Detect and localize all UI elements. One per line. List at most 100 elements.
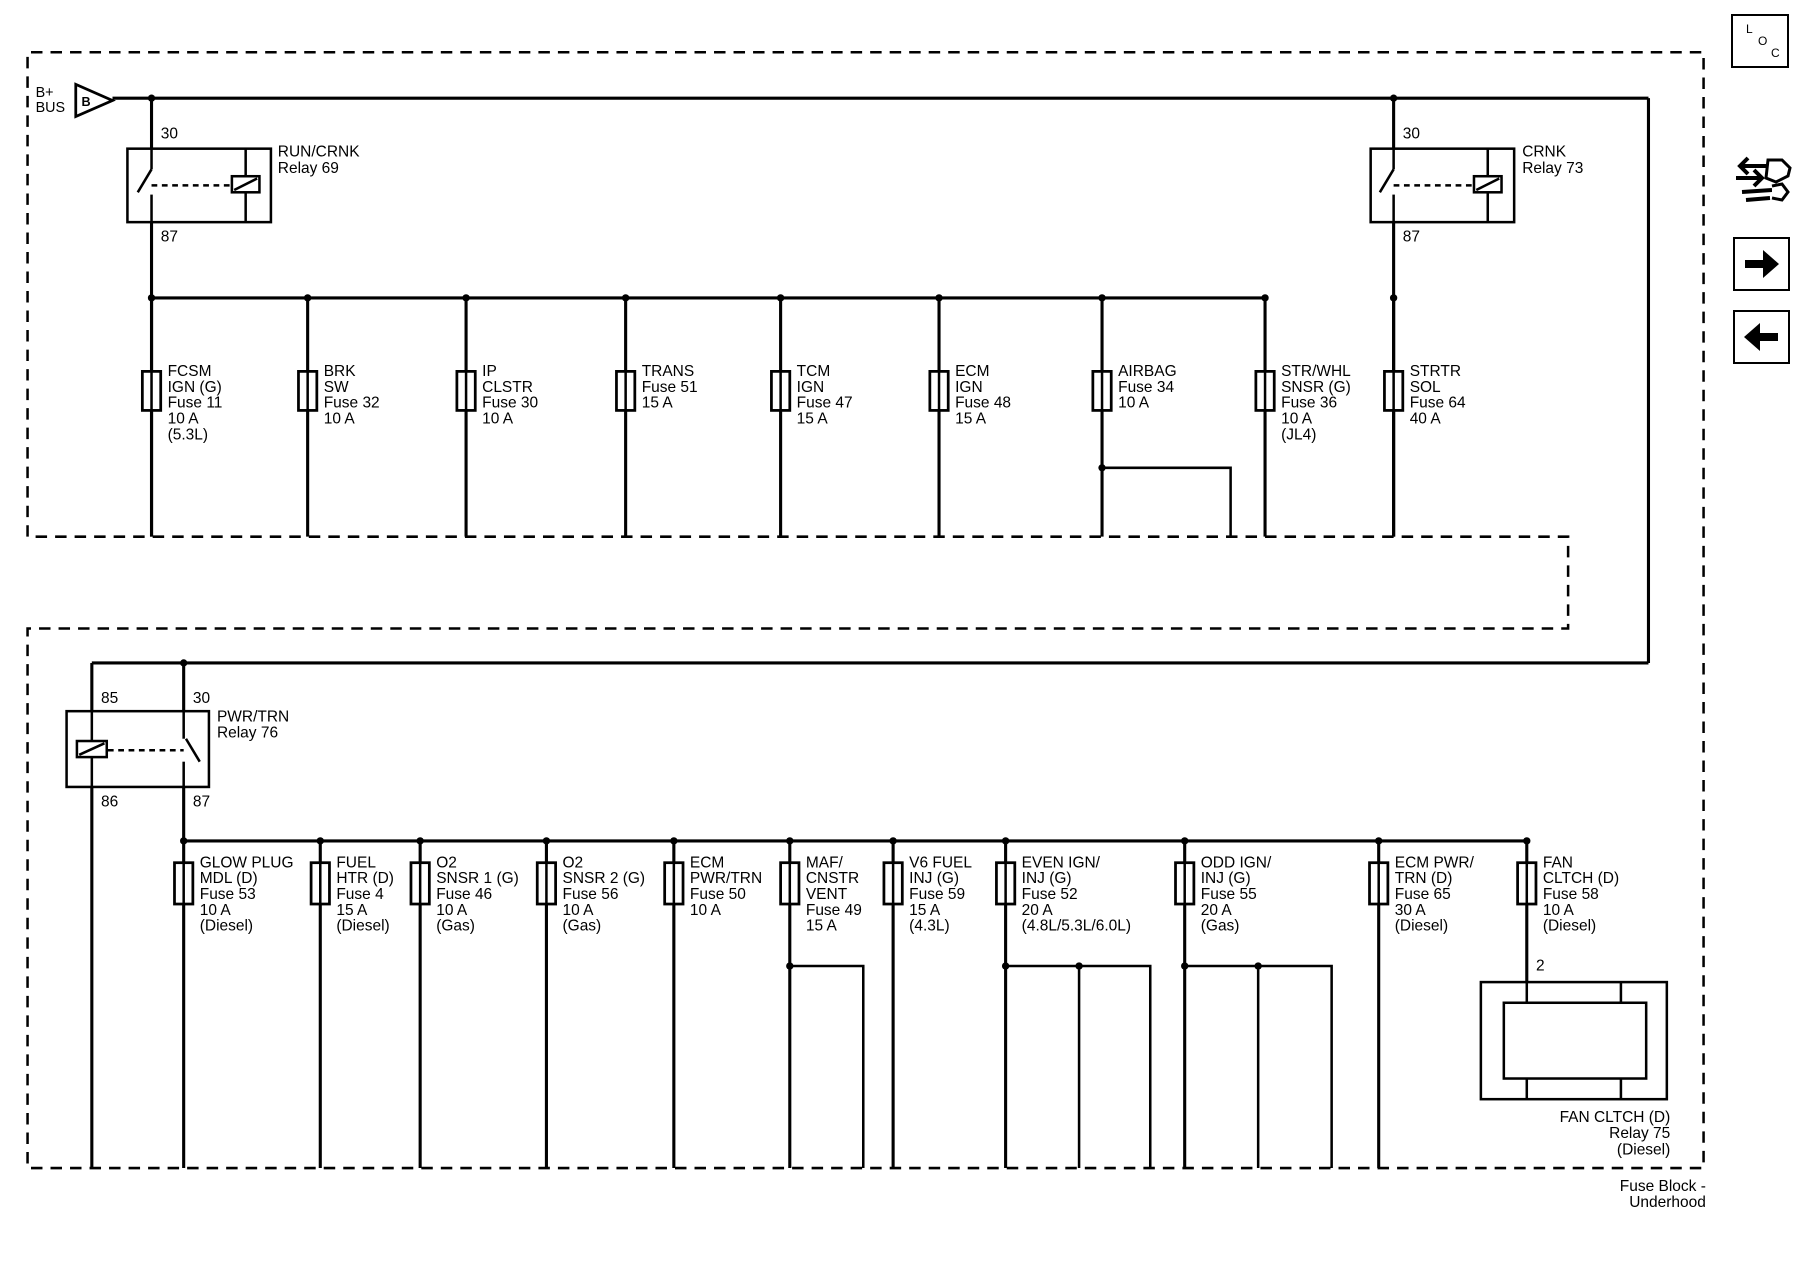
loc-letter-c: C	[1771, 46, 1780, 60]
top-splice-dot-7	[1098, 294, 1106, 302]
bottom-fuse-7-label-line-4: 15 A	[909, 902, 941, 919]
top-fuse-2-label-line-1: BRK	[324, 363, 357, 380]
relay-pwr-trn-name: PWR/TRN	[217, 709, 289, 726]
bottom-fuse-7-label-line-5: (4.3L)	[909, 918, 949, 935]
bus-terminal-label: B	[82, 95, 91, 109]
bus-label: B+BUS	[36, 85, 65, 116]
top-fuse-1-label-line-1: FCSM	[168, 363, 212, 380]
top-fuse-8-label-line-2: SNSR (G)	[1281, 379, 1351, 396]
top-fuse-6-label-line-4: 15 A	[955, 410, 987, 427]
bottom-fuse-3-label-line-4: 10 A	[436, 902, 468, 919]
feed-junction-dot-1	[147, 94, 156, 102]
top-splice-dot-4	[621, 294, 630, 302]
relay-pwr-trn-number: Relay 76	[217, 725, 278, 742]
bottom-fuse-4-label-line-4: 10 A	[563, 902, 595, 919]
top-fuse-1-label-line-2: IGN (G)	[168, 379, 222, 396]
relay-run-crnk-pin-87: 87	[161, 229, 178, 246]
relay-run-crnk-number: Relay 69	[278, 160, 339, 177]
next-page-button[interactable]	[1733, 237, 1790, 291]
bottom-fuse-8-label-line-2: INJ (G)	[1022, 870, 1072, 887]
loc-button[interactable]: L O C	[1731, 14, 1789, 68]
top-fuse-7-label-line-2: Fuse 34	[1118, 379, 1174, 396]
bottom-splice-dot-9	[1181, 837, 1189, 845]
top-fuse-8-label-line-5: (JL4)	[1281, 426, 1316, 443]
top-fuse-8-label-line-1: STR/WHL	[1281, 363, 1351, 380]
loc-letter-l: L	[1746, 22, 1753, 36]
bottom-branch-splice-3	[1181, 962, 1189, 970]
bottom-branch-splice-5	[1254, 962, 1262, 970]
bottom-fuse-7-label-line-3: Fuse 59	[909, 886, 965, 903]
bplus-bus-source: B B+BUS	[36, 82, 1649, 119]
loc-letter-o: O	[1758, 34, 1768, 48]
bottom-fuse-5-label-line-3: Fuse 50	[690, 886, 746, 903]
bottom-fuse-8-label-line-1: EVEN IGN/	[1022, 854, 1101, 871]
relay-pwr-trn-pin-85: 85	[101, 690, 118, 707]
top-fuse-5-label-line-1: TCM	[797, 363, 831, 380]
bottom-fuse-10-label-line-4: 30 A	[1395, 902, 1427, 919]
bottom-fuse-1-label-line-4: 10 A	[200, 902, 232, 919]
previous-page-button[interactable]	[1733, 310, 1790, 364]
bottom-splice-dot-6	[786, 837, 794, 845]
bottom-splice-dot-10	[1375, 837, 1383, 845]
bottom-fuse-10-label-line-2: TRN (D)	[1395, 870, 1453, 887]
top-splice-dot-3	[462, 294, 470, 302]
bottom-fuse-11-label-line-1: FAN	[1543, 854, 1573, 871]
bottom-fuse-5-label-line-1: ECM	[690, 854, 724, 871]
feed-junction-dot-2	[1389, 94, 1398, 102]
bottom-splice-dot-7	[889, 837, 897, 845]
relay-crnk-name: CRNK	[1522, 144, 1567, 161]
bus-label-line-1: B+	[36, 85, 54, 101]
relay-pwr-trn-pin-86: 86	[101, 793, 118, 810]
bottom-fuse-9-label-line-2: INJ (G)	[1201, 870, 1251, 887]
bottom-fuse-8-label-line-3: Fuse 52	[1022, 886, 1078, 903]
bottom-fuse-5-label-line-4: 10 A	[690, 902, 722, 919]
bottom-fuse-11-label-line-2: CLTCH (D)	[1543, 870, 1619, 887]
bottom-splice-dot-3	[416, 837, 424, 845]
bottom-fuse-2-label-line-3: Fuse 4	[336, 886, 384, 903]
bottom-fuse-6-label-line-1: MAF/	[806, 854, 844, 871]
bottom-splice-dot-5	[670, 837, 678, 845]
wrench-connector-icon	[1736, 156, 1792, 202]
bottom-fuse-8-label-line-4: 20 A	[1022, 902, 1054, 919]
bottom-fuse-11-label-line-5: (Diesel)	[1543, 918, 1596, 935]
relay-run-crnk-name: RUN/CRNK	[278, 144, 360, 161]
top-fuse-4-label-line-3: 15 A	[642, 395, 674, 412]
relay-run-crnk: 30 87 RUN/CRNK Relay 69	[126, 125, 360, 246]
bottom-fuse-2-label-line-4: 15 A	[336, 902, 368, 919]
wrench-connector-button[interactable]	[1732, 152, 1794, 220]
bottom-fuse-1-label-line-1: GLOW PLUG	[200, 854, 294, 871]
top-fuse-9-label-line-4: 40 A	[1410, 410, 1442, 427]
top-splice-dot-9	[1389, 294, 1398, 302]
bus-label-line-2: BUS	[36, 100, 65, 116]
top-fuse-4-label-line-2: Fuse 51	[642, 379, 698, 396]
relay-pwr-trn: 85 30 86 87 PWR/TRN Relay 76	[65, 662, 289, 810]
bottom-fuse-7-label-line-1: V6 FUEL	[909, 854, 972, 871]
bottom-branch-splice-2	[1001, 962, 1010, 970]
bottom-branch-splice-4	[1075, 962, 1083, 970]
top-splice-dot-8	[1261, 294, 1269, 302]
top-fuse-6-label-line-1: ECM	[955, 363, 989, 380]
bottom-fuse-3-label-line-2: SNSR 1 (G)	[436, 870, 519, 887]
top-fuse-7-label-line-1: AIRBAG	[1118, 363, 1177, 380]
top-fuse-7-label-line-3: 10 A	[1118, 395, 1150, 412]
bottom-fuse-9-label-line-5: (Gas)	[1201, 918, 1240, 935]
top-fuse-5-label-line-3: Fuse 47	[797, 395, 853, 412]
bottom-fuse-10-label-line-1: ECM PWR/	[1395, 854, 1475, 871]
bottom-fuse-9-label-line-1: ODD IGN/	[1201, 854, 1272, 871]
top-fuse-9-label-line-3: Fuse 64	[1410, 395, 1466, 412]
relay-fan-note: (Diesel)	[1617, 1141, 1670, 1158]
relay-crnk-pin-30: 30	[1403, 125, 1420, 142]
top-fuse-2-label-line-2: SW	[324, 379, 349, 396]
bottom-fuse-2-label-line-2: HTR (D)	[336, 870, 394, 887]
